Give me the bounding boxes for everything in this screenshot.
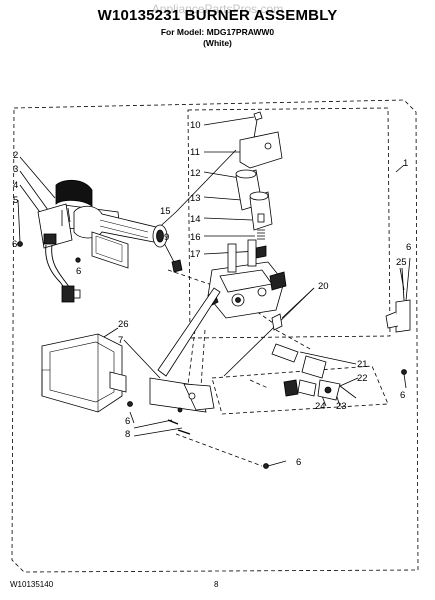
model-line: For Model: MDG17PRAWW0 — [160, 27, 275, 37]
manifold-pipe — [149, 287, 221, 413]
callout-label: 1 — [403, 158, 408, 169]
callout-label: 16 — [190, 232, 201, 243]
slope-line — [175, 433, 263, 467]
callout-labels: 2 3 4 5 1 6 6 25 6 6 6 8 6 15 9 10 11 12… — [12, 120, 411, 468]
side-bracket — [385, 267, 411, 375]
callout-label: 5 — [13, 195, 18, 206]
callout-label: 6 — [296, 457, 301, 468]
callout-label: 4 — [13, 180, 18, 191]
slope-line — [249, 379, 269, 389]
callout-label: 6 — [125, 416, 130, 427]
callout-label: 2 — [13, 150, 18, 161]
slope-line — [167, 269, 213, 286]
inner-boundary — [187, 107, 391, 339]
document-number: W10135140 — [10, 580, 54, 589]
page-number: 8 — [214, 580, 219, 589]
watermark: AppliancePartsPros.com — [151, 2, 284, 16]
callout-label: 15 — [160, 206, 171, 217]
callout-label: 13 — [190, 193, 201, 204]
callout-label: 17 — [190, 249, 201, 260]
callout-label: 8 — [125, 429, 130, 440]
callout-label: 10 — [190, 120, 201, 131]
diagram-title: W10135231 BURNER ASSEMBLY — [97, 7, 338, 24]
callout-label: 14 — [190, 214, 201, 225]
callout-label: 24 — [315, 401, 326, 412]
callout-label: 6 — [406, 242, 411, 253]
mounting-bracket — [41, 333, 127, 413]
callout-label: 11 — [190, 147, 200, 158]
callout-label: 21 — [357, 359, 368, 370]
screws — [75, 257, 269, 469]
callout-label: 22 — [357, 373, 368, 384]
color-line: (White) — [203, 38, 232, 48]
outer-boundary — [11, 99, 419, 573]
callout-label: 9 — [164, 232, 169, 243]
callout-label: 26 — [118, 319, 129, 330]
callout-label: 6 — [400, 390, 405, 401]
callout-label: 12 — [190, 168, 201, 179]
callout-label: 23 — [336, 401, 347, 412]
callout-label: 6 — [12, 239, 17, 250]
burner-tube-assembly — [17, 179, 168, 303]
callout-label: 20 — [318, 281, 329, 292]
callout-label: 25 — [396, 257, 407, 268]
callout-label: 6 — [76, 266, 81, 277]
callout-label: 3 — [13, 164, 18, 175]
callout-label: 7 — [118, 335, 123, 346]
gas-fittings — [271, 343, 341, 401]
